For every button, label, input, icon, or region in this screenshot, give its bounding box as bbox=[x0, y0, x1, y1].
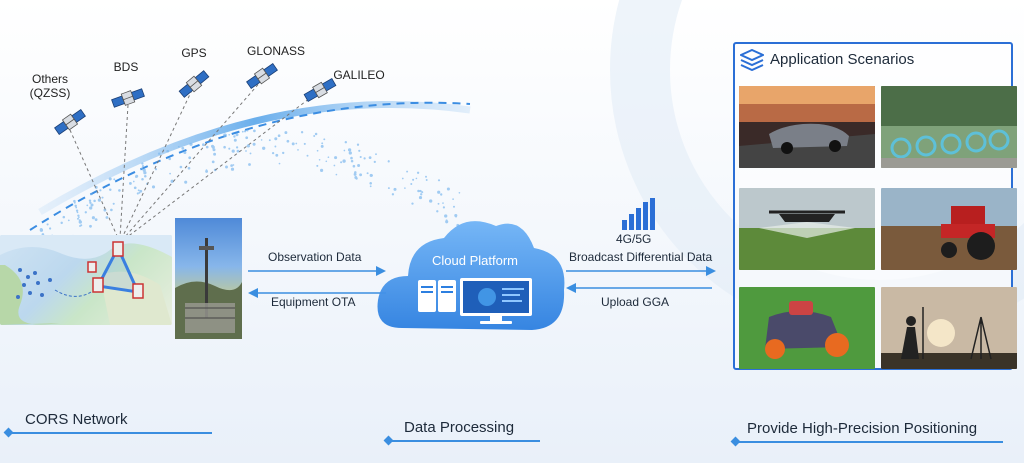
equipment-ota-label: Equipment OTA bbox=[271, 295, 356, 309]
broadcast-label: Broadcast Differential Data bbox=[569, 250, 713, 264]
cors-stations bbox=[87, 241, 144, 299]
satellite-icons bbox=[54, 62, 337, 136]
satellite-bds-icon bbox=[111, 88, 145, 108]
orbit-arc bbox=[38, 100, 471, 216]
reference-station-photo bbox=[175, 218, 242, 339]
cloud-platform-icon bbox=[377, 221, 565, 330]
scenario-bikes-photo bbox=[881, 86, 1017, 168]
sat-label-glonass: GLONASS bbox=[246, 44, 306, 58]
upload-gga-label: Upload GGA bbox=[601, 295, 670, 309]
stage-line-positioning bbox=[735, 441, 1003, 443]
satellite-others-icon bbox=[54, 108, 86, 136]
panel-title: Application Scenarios bbox=[770, 51, 915, 68]
sat-label-gps: GPS bbox=[181, 46, 207, 60]
stage-data-processing: Data Processing bbox=[404, 419, 515, 436]
satellite-galileo-icon bbox=[303, 77, 337, 103]
observation-data-label: Observation Data bbox=[268, 250, 362, 264]
scenario-tractor-photo bbox=[881, 188, 1017, 270]
layers-icon bbox=[740, 49, 764, 71]
right-arrows bbox=[566, 266, 716, 293]
sat-label-bds: BDS bbox=[113, 60, 139, 74]
scenario-mower-photo bbox=[739, 287, 875, 369]
signal-bars-icon bbox=[622, 198, 655, 230]
satellite-glonass-icon bbox=[246, 62, 278, 90]
stage-line-processing bbox=[388, 440, 540, 442]
network-label: 4G/5G bbox=[616, 232, 652, 246]
scenario-car-photo bbox=[739, 86, 875, 168]
stage-positioning: Provide High-Precision Positioning bbox=[747, 420, 978, 437]
orbit-arc-dashed bbox=[29, 101, 471, 231]
stage-line-cors bbox=[8, 432, 212, 434]
sat-label-others: Others (QZSS) bbox=[29, 72, 71, 100]
scenario-survey-photo bbox=[881, 287, 1017, 369]
scenario-drone-photo bbox=[739, 188, 875, 270]
stage-cors-network: CORS Network bbox=[25, 411, 128, 428]
cloud-platform-title: Cloud Platform bbox=[432, 253, 518, 268]
sat-label-galileo: GALILEO bbox=[333, 68, 385, 82]
signal-beams bbox=[69, 79, 319, 239]
satellite-gps-icon bbox=[178, 70, 210, 98]
left-arrows bbox=[248, 266, 386, 298]
